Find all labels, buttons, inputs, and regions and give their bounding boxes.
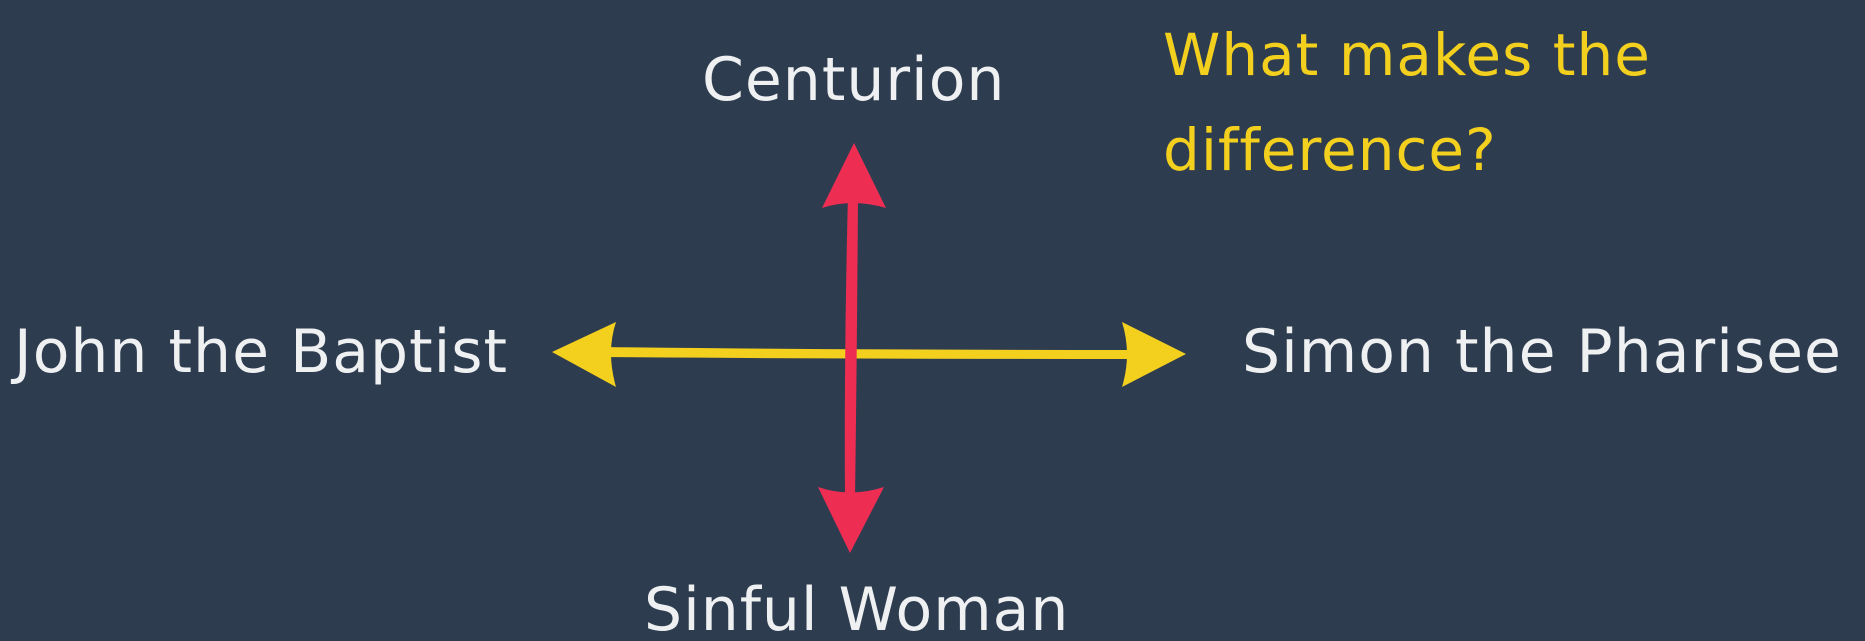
horizontal-double-arrow (552, 322, 1186, 387)
horizontal-arrow-shaft (600, 347, 1135, 359)
horizontal-arrow-left-head (552, 322, 616, 387)
vertical-double-arrow (818, 143, 886, 553)
vertical-arrow-shaft (844, 195, 858, 500)
question-text: What makes the difference? (1163, 8, 1651, 198)
question-line-2: difference? (1163, 116, 1497, 184)
bottom-label: Sinful Woman (644, 575, 1070, 641)
left-label: John the Baptist (14, 317, 509, 387)
top-label: Centurion (702, 45, 1006, 115)
right-label: Simon the Pharisee (1242, 317, 1842, 387)
vertical-arrow-top-head (822, 143, 886, 208)
question-line-1: What makes the (1163, 21, 1651, 89)
horizontal-arrow-right-head (1122, 322, 1186, 387)
vertical-arrow-bottom-head (818, 487, 884, 553)
